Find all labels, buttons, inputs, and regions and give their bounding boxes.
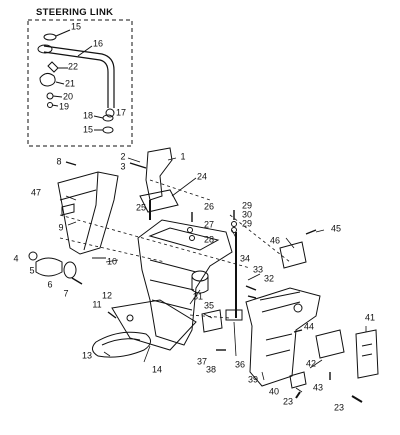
cover-slot	[61, 203, 75, 216]
part-label-32: 32	[263, 273, 275, 284]
housing-rib-1	[149, 259, 197, 311]
part-label-12: 12	[101, 290, 113, 301]
part-label-17: 17	[115, 107, 127, 118]
part-label-25: 25	[135, 202, 147, 213]
part-label-15-bottom: 15	[82, 124, 94, 135]
rod-coupling-36	[225, 309, 243, 321]
screws	[65, 161, 363, 403]
washer-15-top	[43, 33, 57, 41]
leader-21	[55, 81, 65, 85]
plate-41	[355, 329, 379, 379]
anti-ventilation-plate-14	[111, 299, 197, 351]
driveshaft-housing	[137, 219, 233, 346]
leader-15a	[55, 29, 71, 37]
part-label-31: 31	[192, 291, 204, 302]
part-label-46: 46	[269, 235, 281, 246]
part-label-30: 30	[241, 209, 253, 220]
part-label-23-right: 23	[333, 402, 345, 413]
swivel-bracket-39	[245, 287, 321, 387]
plate-35	[201, 309, 223, 333]
part-label-20: 20	[62, 91, 74, 102]
bracket-hole	[293, 303, 303, 313]
part-label-42: 42	[305, 358, 317, 369]
part-label-7: 7	[63, 288, 69, 299]
link-end-upper	[37, 44, 53, 54]
exhaust-gasket-24	[139, 189, 179, 213]
part-label-41: 41	[364, 312, 376, 323]
nut-4	[28, 251, 38, 261]
nut-17	[105, 108, 115, 118]
part-label-9: 9	[58, 222, 64, 233]
part-label-3: 3	[120, 161, 126, 172]
main-leaders	[65, 157, 367, 393]
cover-46	[279, 241, 307, 269]
washer-19	[47, 102, 53, 108]
part-5	[35, 257, 63, 277]
part-label-11: 11	[92, 299, 102, 310]
exhaust-tube-1	[145, 147, 173, 201]
part-label-23-left: 23	[282, 396, 294, 407]
part-label-45: 45	[330, 223, 342, 234]
part-label-10: 10	[106, 256, 118, 267]
part-label-43: 43	[312, 382, 324, 393]
steering-link-inset	[27, 19, 133, 147]
ball-joint-21	[39, 72, 56, 87]
nut-20	[46, 92, 54, 100]
washers	[126, 221, 237, 322]
stud-22	[47, 61, 59, 73]
part-label-40: 40	[268, 386, 280, 397]
seal-13	[92, 331, 151, 358]
part-label-5: 5	[29, 265, 35, 276]
upper-mount-cover-47	[57, 171, 119, 255]
part-label-33: 33	[252, 264, 264, 275]
part-label-6: 6	[47, 279, 53, 290]
part-6	[63, 261, 77, 279]
clamp-40	[289, 371, 307, 389]
part-label-39: 39	[247, 374, 259, 385]
inset-frame	[27, 19, 133, 147]
leader-16	[77, 45, 93, 57]
part-label-16: 16	[92, 38, 104, 49]
part-label-19: 19	[58, 101, 70, 112]
inset-title: STEERING LINK	[36, 7, 114, 18]
mount-31	[191, 270, 209, 282]
cover-inner-edge	[59, 171, 99, 251]
leader-19	[51, 104, 59, 107]
part-label-2: 2	[120, 151, 126, 162]
part-label-37: 37	[196, 356, 208, 367]
part-label-4: 4	[13, 253, 19, 264]
part-label-36: 36	[234, 359, 246, 370]
part-label-13: 13	[81, 350, 93, 361]
part-label-26: 26	[203, 201, 215, 212]
part-label-27: 27	[203, 219, 215, 230]
part-label-24: 24	[196, 171, 208, 182]
part-label-22: 22	[67, 61, 79, 72]
part-label-35: 35	[203, 300, 215, 311]
part-label-44: 44	[303, 321, 315, 332]
part-label-29-top: 29	[241, 200, 253, 211]
block-42	[315, 329, 345, 359]
washer-15-bottom	[102, 126, 114, 134]
part-label-1: 1	[180, 151, 186, 162]
steering-link-bar	[43, 45, 115, 108]
part-label-38: 38	[205, 364, 217, 375]
housing-top-rim	[148, 227, 220, 251]
bracket-detail	[259, 291, 301, 357]
part-label-8: 8	[56, 156, 62, 167]
part-label-21: 21	[64, 78, 76, 89]
part-label-14: 14	[151, 364, 163, 375]
part-label-15-top: 15	[70, 21, 82, 32]
part-label-47: 47	[30, 187, 42, 198]
part-label-34: 34	[239, 253, 251, 264]
leader-20	[52, 95, 63, 98]
part-label-18: 18	[82, 110, 94, 121]
leader-18	[93, 115, 104, 119]
part-label-29-bottom: 29	[241, 218, 253, 229]
part-label-28: 28	[203, 234, 215, 245]
